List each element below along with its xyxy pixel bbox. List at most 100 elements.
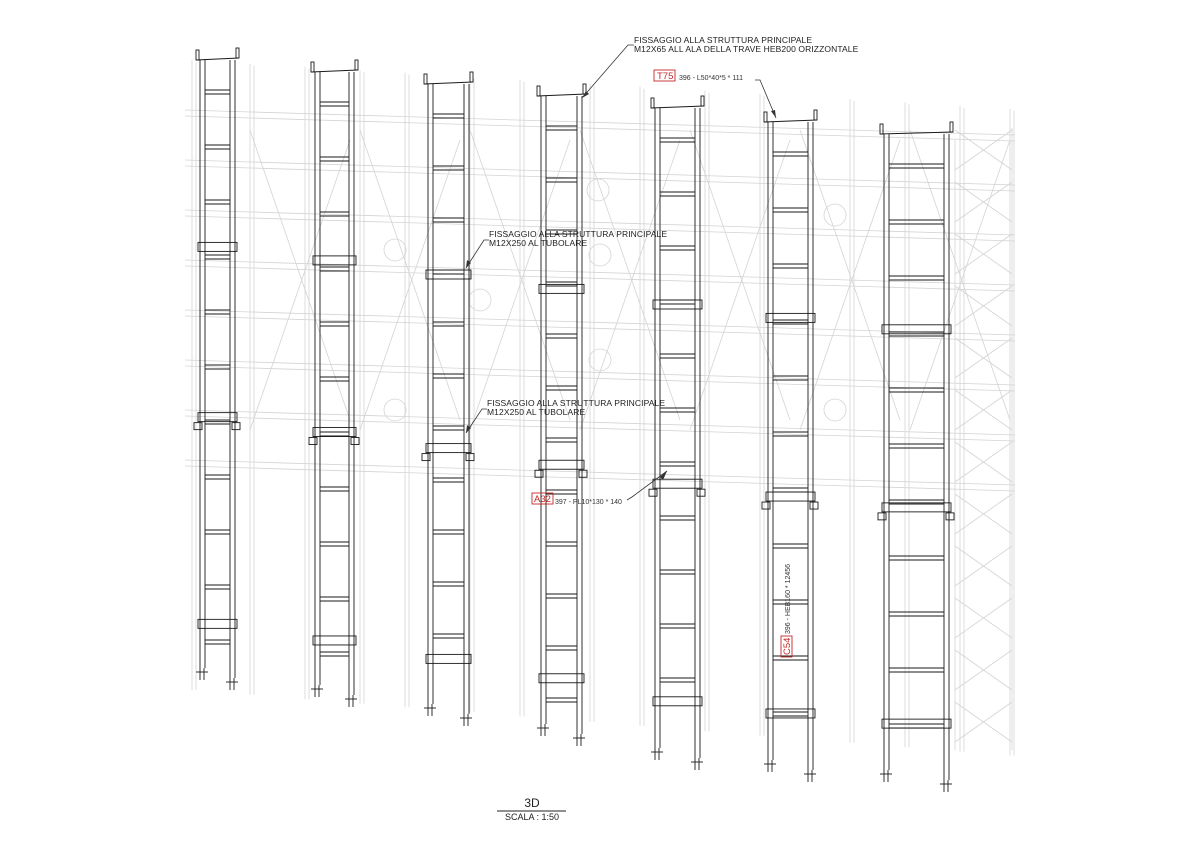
bg-brace (909, 129, 1011, 421)
bg-tower-brace (954, 597, 1013, 639)
ladder-top-bolt (423, 73, 428, 85)
ladder-fixing-plate (652, 299, 703, 310)
bg-beam (184, 115, 1016, 142)
tag-c54-spec: 396 - HEB160 * 12456 (785, 564, 792, 634)
tag-t75-arrow (771, 110, 776, 118)
bg-tower-brace (954, 389, 1013, 431)
bg-beam (184, 415, 1016, 442)
ladder-columns (193, 47, 955, 792)
mid-note-arrow (466, 260, 471, 268)
mid-fixing-note: FISSAGGIO ALLA STRUTTURA PRINCIPALE M12X… (465, 229, 667, 269)
bg-brace (909, 139, 1011, 431)
ladder-top-bolt (310, 61, 315, 73)
ladder-bracket (945, 512, 955, 521)
ladder-top-bolt (763, 111, 768, 123)
bg-brace (249, 139, 351, 431)
low-fixing-note: FISSAGGIO ALLA STRUTTURA PRINCIPALE M12X… (465, 398, 665, 434)
bg-tower-brace (954, 649, 1013, 691)
bg-beam (184, 159, 1016, 186)
ladder-top-bolt (195, 49, 200, 61)
bg-beam (184, 265, 1016, 292)
bg-brace (799, 129, 901, 421)
ladder-top-bolt (354, 59, 359, 71)
tag-a32: A32 397 - PL10*130 * 140 (531, 470, 668, 506)
low-note-line1: FISSAGGIO ALLA STRUTTURA PRINCIPALE (487, 398, 665, 408)
bg-beam (184, 315, 1016, 342)
bg-brace (799, 139, 901, 431)
ladder-fixing-plate (881, 324, 952, 335)
ladder-top-cap (310, 69, 359, 73)
bg-brace (359, 129, 461, 421)
bg-beam (184, 215, 1016, 242)
bg-brace (469, 139, 571, 431)
bg-gusset-plate (586, 178, 610, 202)
tag-a32-box (531, 492, 554, 505)
ladder-top-bolt (469, 71, 474, 83)
ladder-top-bolt (949, 121, 954, 133)
top-note-arrow (582, 91, 589, 98)
ladder-fixing-plate (197, 241, 238, 252)
low-note-arrow (466, 425, 471, 433)
bg-beam (184, 409, 1016, 436)
ladder-fixing-plate (765, 491, 816, 502)
bg-brace (579, 139, 681, 431)
top-note-line2: M12X65 ALL ALA DELLA TRAVE HEB200 ORIZZO… (634, 44, 859, 54)
ladder-top-cap (763, 119, 818, 123)
ladder-top-bolt (650, 97, 655, 109)
tag-a32-label: A32 (534, 494, 551, 505)
bg-brace (469, 129, 571, 421)
scale-label: SCALA : 1:50 (505, 812, 559, 822)
top-note-leader (581, 44, 634, 99)
low-note-line2: M12X250 AL TUBOLARE (487, 407, 586, 417)
bg-gusset-plate (588, 243, 612, 267)
ladder-fixing-plate (197, 412, 238, 423)
ladder-bracket (421, 453, 431, 462)
ladder-top-cap (195, 57, 240, 61)
tag-c54-box (780, 635, 793, 658)
ladder-top-bolt (879, 123, 884, 135)
tag-a32-leader (626, 470, 668, 501)
mid-note-line1: FISSAGGIO ALLA STRUTTURA PRINCIPALE (489, 229, 667, 239)
ladder-fixing-plate (312, 635, 357, 646)
ladder-top-bolt (700, 95, 705, 107)
ladder-top-bolt (813, 109, 818, 121)
ladder-fixing-plate (765, 708, 816, 719)
bg-gusset-plate (468, 288, 492, 312)
tag-t75-label: T75 (657, 71, 673, 82)
tag-a32-spec: 397 - PL10*130 * 140 (555, 499, 622, 506)
bg-gusset-plate (823, 203, 847, 227)
tag-t75-spec: 396 - L50*40*5 * 111 (679, 75, 743, 82)
bg-beam (184, 209, 1016, 236)
tag-t75-box (653, 69, 676, 82)
bg-tower-brace (954, 701, 1013, 743)
bg-gusset-plate (588, 348, 612, 372)
ladder-bracket (648, 488, 658, 497)
bg-tower-brace (954, 129, 1013, 171)
ladder-top-cap (536, 93, 587, 97)
mid-note-line2: M12X250 AL TUBOLARE (489, 238, 588, 248)
ladder-bracket (809, 501, 819, 510)
ladder-fixing-plate (425, 269, 472, 280)
ladder-bracket (308, 437, 318, 445)
tag-t75: T75 396 - L50*40*5 * 111 (653, 69, 777, 119)
bg-gusset-plate (383, 238, 407, 262)
ladder-fixing-plate (765, 312, 816, 323)
ladder-top-bolt (536, 85, 541, 97)
bg-tower-brace (954, 441, 1013, 483)
ladder-top-cap (879, 131, 954, 135)
low-note-leader (465, 408, 487, 434)
ladder-fixing-plate (312, 427, 357, 437)
ladder-fixing-plate (197, 618, 238, 629)
bg-tower-brace (954, 545, 1013, 587)
bg-brace (249, 129, 351, 421)
ladder-bracket (877, 512, 887, 521)
top-fixing-note: FISSAGGIO ALLA STRUTTURA PRINCIPALE M12X… (581, 35, 859, 99)
bg-gusset-plate (823, 398, 847, 422)
tag-c54-label: C54 (782, 638, 793, 655)
bg-beam (184, 309, 1016, 336)
bg-tower-brace (954, 493, 1013, 535)
view-title-block: 3D SCALA : 1:50 (497, 796, 566, 822)
ladder-bracket (350, 437, 360, 445)
view-title: 3D (524, 796, 540, 810)
